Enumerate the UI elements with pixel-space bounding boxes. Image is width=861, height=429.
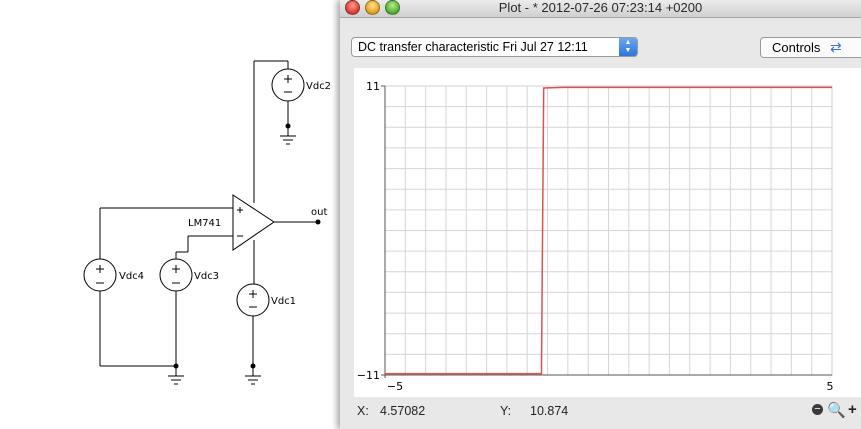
zoom-window-button[interactable]: [385, 0, 400, 15]
x-coord-value: 4.57082: [380, 404, 426, 418]
y-coord-value: 10.874: [530, 404, 569, 418]
minimize-window-button[interactable]: [365, 0, 380, 15]
select-arrows-icon: ▲▼: [619, 38, 637, 56]
analysis-select-value: DC transfer characteristic Fri Jul 27 12…: [358, 40, 588, 54]
circuit-schematic: Vdc2 LM741 out Vdc4 Vdc3 Vdc1: [83, 60, 331, 385]
zoom-out-icon[interactable]: −: [812, 404, 823, 415]
zoom-in-icon[interactable]: +: [848, 401, 857, 418]
vdc2-label: Vdc2: [306, 81, 331, 92]
status-bar: X: 4.57082 Y: 10.874 − 🔍 +: [340, 400, 861, 429]
vdc3-source[interactable]: [159, 258, 193, 292]
controls-button[interactable]: Controls ⇄: [760, 37, 861, 58]
out-label: out: [311, 207, 327, 218]
x-tick-label-right: 5: [827, 380, 834, 393]
x-tick-label-left: −5: [387, 380, 403, 393]
window-titlebar[interactable]: Plot - * 2012-07-26 07:23:14 +0200: [340, 0, 861, 18]
lm741-opamp[interactable]: [232, 194, 275, 251]
vdc1-label: Vdc1: [271, 296, 296, 307]
magnifier-icon[interactable]: 🔍: [827, 402, 846, 419]
vdc3-label: Vdc3: [194, 271, 219, 282]
swap-arrows-icon: ⇄: [830, 39, 842, 55]
controls-label: Controls: [772, 40, 821, 55]
vdc2-source[interactable]: [271, 68, 305, 102]
vdc1-source[interactable]: [236, 283, 270, 317]
plot-panel[interactable]: 11 −11 −5 5: [354, 68, 861, 397]
x-coord-label: X:: [357, 404, 369, 418]
y-coord-label: Y:: [500, 404, 512, 418]
y-tick-label-bottom: −11: [357, 369, 380, 382]
transfer-plot[interactable]: 11 −11 −5 5: [354, 68, 861, 397]
close-window-button[interactable]: [345, 0, 360, 15]
opamp-label: LM741: [188, 218, 221, 229]
y-tick-label-top: 11: [366, 80, 380, 93]
plot-window: Plot - * 2012-07-26 07:23:14 +0200 DC tr…: [340, 0, 861, 429]
series-line: [385, 86, 832, 375]
window-title: Plot - * 2012-07-26 07:23:14 +0200: [498, 0, 703, 15]
analysis-select[interactable]: DC transfer characteristic Fri Jul 27 12…: [351, 37, 638, 57]
vdc4-label: Vdc4: [119, 271, 144, 282]
vdc4-source[interactable]: [83, 258, 117, 292]
